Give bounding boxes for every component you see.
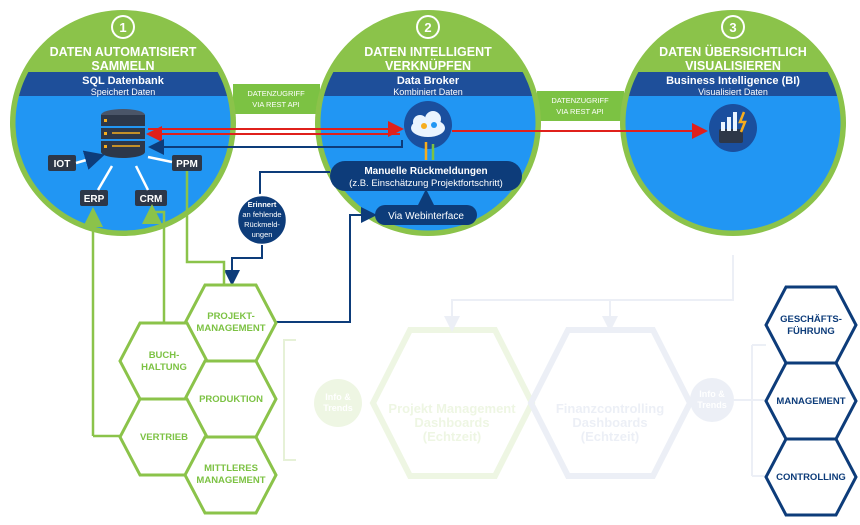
svg-text:Dashboards: Dashboards bbox=[572, 415, 647, 430]
svg-text:VERKNÜPFEN: VERKNÜPFEN bbox=[385, 58, 471, 73]
hex-mittleres-management bbox=[183, 435, 278, 515]
reminder-bubble: Erinnert an fehlende Rückmeld- ungen bbox=[235, 193, 289, 247]
svg-text:Via Webinterface: Via Webinterface bbox=[388, 211, 464, 222]
svg-text:CONTROLLING: CONTROLLING bbox=[776, 472, 846, 483]
hex-controlling bbox=[764, 437, 858, 517]
svg-text:FÜHRUNG: FÜHRUNG bbox=[787, 326, 835, 337]
svg-text:PROJEKT-: PROJEKT- bbox=[207, 311, 255, 322]
svg-text:an fehlende: an fehlende bbox=[242, 210, 281, 219]
info-trends-bubble bbox=[314, 379, 362, 427]
database-icon bbox=[101, 109, 145, 158]
step-3-title: DATEN ÜBERSICHTLICH bbox=[659, 44, 807, 59]
svg-text:Manuelle Rückmeldungen: Manuelle Rückmeldungen bbox=[364, 166, 487, 177]
pm-dashboard-hexagon bbox=[369, 327, 536, 479]
svg-text:Visualisiert Daten: Visualisiert Daten bbox=[698, 87, 768, 97]
svg-text:DATENZUGRIFF: DATENZUGRIFF bbox=[551, 96, 609, 105]
svg-text:MITTLERES: MITTLERES bbox=[204, 463, 258, 474]
svg-text:MANAGEMENT: MANAGEMENT bbox=[196, 323, 265, 334]
svg-text:GESCHÄFTS-: GESCHÄFTS- bbox=[780, 314, 842, 325]
rest-api-connector-1: DATENZUGRIFF VIA REST API bbox=[233, 84, 320, 114]
svg-text:(Echtzeit): (Echtzeit) bbox=[581, 429, 640, 444]
faded-section: Info & Trends Projekt Management Dashboa… bbox=[283, 255, 766, 479]
svg-text:IOT: IOT bbox=[54, 159, 71, 170]
iot-tag: IOT bbox=[48, 155, 76, 171]
hex-geschaeftsfuehrung bbox=[764, 285, 858, 365]
svg-text:MANAGEMENT: MANAGEMENT bbox=[776, 396, 845, 407]
svg-text:BUCH-: BUCH- bbox=[149, 350, 180, 361]
info-trends-bubble-2 bbox=[690, 378, 734, 422]
svg-text:2: 2 bbox=[424, 20, 431, 35]
svg-text:HALTUNG: HALTUNG bbox=[141, 362, 187, 373]
department-source-lines bbox=[83, 171, 226, 438]
ppm-tag: PPM bbox=[172, 155, 202, 171]
svg-text:Dashboards: Dashboards bbox=[414, 415, 489, 430]
manual-feedback-box: Manuelle Rückmeldungen (z.B. Einschätzun… bbox=[330, 161, 522, 191]
cloud-network-icon bbox=[404, 101, 452, 149]
svg-text:DATENZUGRIFF: DATENZUGRIFF bbox=[247, 89, 305, 98]
department-labels: PROJEKT- MANAGEMENT BUCH- HALTUNG PRODUK… bbox=[140, 311, 266, 486]
svg-text:PPM: PPM bbox=[176, 159, 198, 170]
step-2-title: DATEN INTELLIGENT bbox=[364, 45, 492, 59]
erp-tag: ERP bbox=[80, 190, 108, 206]
svg-text:(Echtzeit): (Echtzeit) bbox=[423, 429, 482, 444]
svg-text:Kombiniert Daten: Kombiniert Daten bbox=[393, 87, 463, 97]
crm-tag: CRM bbox=[135, 190, 167, 206]
svg-text:SAMMELN: SAMMELN bbox=[91, 59, 154, 73]
info-trends-label: Info & bbox=[325, 392, 351, 402]
svg-text:3: 3 bbox=[729, 20, 736, 35]
step-3-subtitle: Business Intelligence (BI) bbox=[666, 75, 800, 87]
svg-text:(z.B. Einschätzung Projektfort: (z.B. Einschätzung Projektfortschritt) bbox=[349, 178, 503, 189]
department-honeycomb bbox=[118, 283, 278, 515]
svg-text:ERP: ERP bbox=[84, 194, 105, 205]
svg-text:Trends: Trends bbox=[323, 403, 353, 413]
step-3-circle: 3 DATEN ÜBERSICHTLICH VISUALISIEREN Busi… bbox=[620, 10, 846, 236]
svg-text:1: 1 bbox=[119, 20, 126, 35]
finance-dashboard-hexagon bbox=[527, 327, 694, 479]
svg-text:Trends: Trends bbox=[697, 400, 727, 410]
step-1-title: DATEN AUTOMATISIERT bbox=[50, 45, 197, 59]
role-honeycomb bbox=[764, 285, 858, 517]
svg-text:Speichert Daten: Speichert Daten bbox=[91, 87, 156, 97]
svg-text:Erinnert: Erinnert bbox=[248, 200, 277, 209]
step-1-subtitle: SQL Datenbank bbox=[82, 75, 165, 87]
svg-text:VIA REST API: VIA REST API bbox=[556, 107, 603, 116]
svg-text:VIA REST API: VIA REST API bbox=[252, 100, 299, 109]
svg-text:MANAGEMENT: MANAGEMENT bbox=[196, 475, 265, 486]
flow-arrows bbox=[146, 121, 708, 197]
role-labels: GESCHÄFTS- FÜHRUNG MANAGEMENT CONTROLLIN… bbox=[776, 314, 846, 483]
svg-text:ungen: ungen bbox=[252, 230, 273, 239]
svg-text:Info &: Info & bbox=[699, 389, 725, 399]
webinterface-box: Via Webinterface bbox=[375, 205, 477, 225]
step-2-subtitle: Data Broker bbox=[397, 75, 460, 87]
rest-api-connector-2: DATENZUGRIFF VIA REST API bbox=[537, 91, 624, 121]
svg-text:Projekt Management: Projekt Management bbox=[388, 401, 516, 416]
svg-text:VERTRIEB: VERTRIEB bbox=[140, 432, 188, 443]
svg-text:Rückmeld-: Rückmeld- bbox=[244, 220, 280, 229]
svg-text:PRODUKTION: PRODUKTION bbox=[199, 394, 263, 405]
bi-chart-icon bbox=[709, 104, 757, 152]
svg-text:VISUALISIEREN: VISUALISIEREN bbox=[685, 59, 781, 73]
svg-text:Finanzcontrolling: Finanzcontrolling bbox=[556, 401, 664, 416]
svg-text:CRM: CRM bbox=[140, 194, 163, 205]
